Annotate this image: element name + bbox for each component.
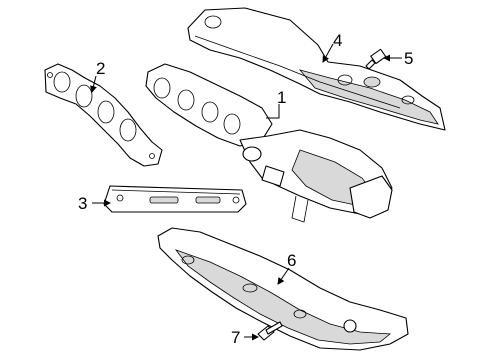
lower-heat-shield: [157, 227, 409, 351]
leader-6: [277, 267, 290, 285]
exhaust-manifold: [145, 63, 393, 223]
leader-4: [322, 43, 334, 63]
callout-4: 4: [333, 31, 342, 50]
bolt-5: [365, 48, 387, 70]
leader-1: [266, 104, 280, 119]
callout-5: 5: [404, 49, 413, 68]
callout-6: 6: [287, 251, 296, 270]
bolt-7: [257, 321, 283, 341]
callout-7: 7: [231, 328, 240, 347]
leader-2: [90, 75, 97, 93]
upper-heat-shield: [187, 7, 446, 131]
manifold-gasket: [44, 63, 163, 167]
callout-2: 2: [96, 59, 105, 78]
manifold-bracket: [103, 185, 247, 213]
callout-3: 3: [78, 194, 87, 213]
callout-1: 1: [277, 88, 286, 107]
